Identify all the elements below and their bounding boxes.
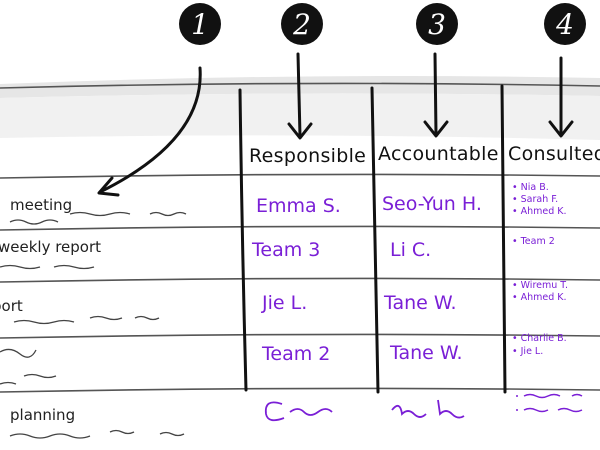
task-row-5: planning [10, 406, 75, 424]
consulted-row-1-item-2: • Sarah F. [512, 194, 558, 205]
accountable-row-5-scribble [391, 399, 465, 419]
callout-badge-1: 1 [179, 3, 221, 45]
responsible-row-5-scribble [264, 401, 333, 422]
consulted-row-1-item-1: • Nia B. [512, 182, 549, 193]
callout-number-2: 2 [292, 8, 311, 41]
table-row-lines [0, 82, 600, 393]
consulted-row-4-item-2: • Jie L. [512, 346, 543, 357]
callout-badge-4: 4 [544, 3, 586, 45]
arrow-head-1 [97, 176, 120, 197]
consulted-row-1-item-3: • Ahmed K. [512, 206, 567, 217]
callout-arrows [97, 52, 574, 197]
task-column: meeting weekly report port planning [0, 196, 187, 439]
arrow-head-4 [548, 120, 574, 138]
responsible-row-3: Jie L. [261, 292, 307, 314]
arrow-to-task-column [98, 66, 202, 194]
column-dividers [238, 84, 507, 394]
header-responsible: Responsible [249, 145, 366, 167]
responsible-row-2: Team 3 [251, 239, 320, 261]
consulted-row-4-item-1: • Charlie B. [512, 333, 567, 344]
callout-number-3: 3 [428, 8, 446, 41]
arrow-head-2 [287, 122, 313, 140]
callout-number-4: 4 [555, 8, 574, 41]
consulted-column: • Nia B. • Sarah F. • Ahmed K. • Team 2 … [512, 182, 583, 413]
callout-number-1: 1 [191, 8, 209, 41]
consulted-row-3-item-1: • Wiremu T. [512, 280, 568, 291]
header-accountable: Accountable [378, 143, 499, 165]
arrow-head-3 [423, 120, 449, 138]
header-consulted: Consulted [508, 143, 600, 165]
callout-badge-2: 2 [281, 3, 323, 45]
accountable-column: Seo-Yun H. Li C. Tane W. Tane W. [382, 193, 482, 419]
task-row-2: weekly report [0, 238, 101, 256]
accountable-row-2: Li C. [390, 239, 431, 261]
arrow-to-responsible [296, 52, 302, 138]
callout-badge-3: 3 [416, 3, 458, 45]
accountable-row-1: Seo-Yun H. [382, 193, 482, 215]
responsible-row-4: Team 2 [261, 343, 330, 365]
task-row-3: port [0, 297, 23, 315]
consulted-row-5-scribble [516, 393, 583, 413]
responsible-row-1: Emma S. [256, 195, 341, 217]
responsible-column: Emma S. Team 3 Jie L. Team 2 [251, 195, 341, 422]
arrow-to-accountable [433, 52, 438, 136]
accountable-row-4: Tane W. [389, 342, 463, 364]
consulted-row-3-item-2: • Ahmed K. [512, 292, 567, 303]
task-row-1: meeting [10, 196, 72, 214]
consulted-row-2-item-1: • Team 2 [512, 236, 555, 247]
accountable-row-3: Tane W. [383, 292, 457, 314]
